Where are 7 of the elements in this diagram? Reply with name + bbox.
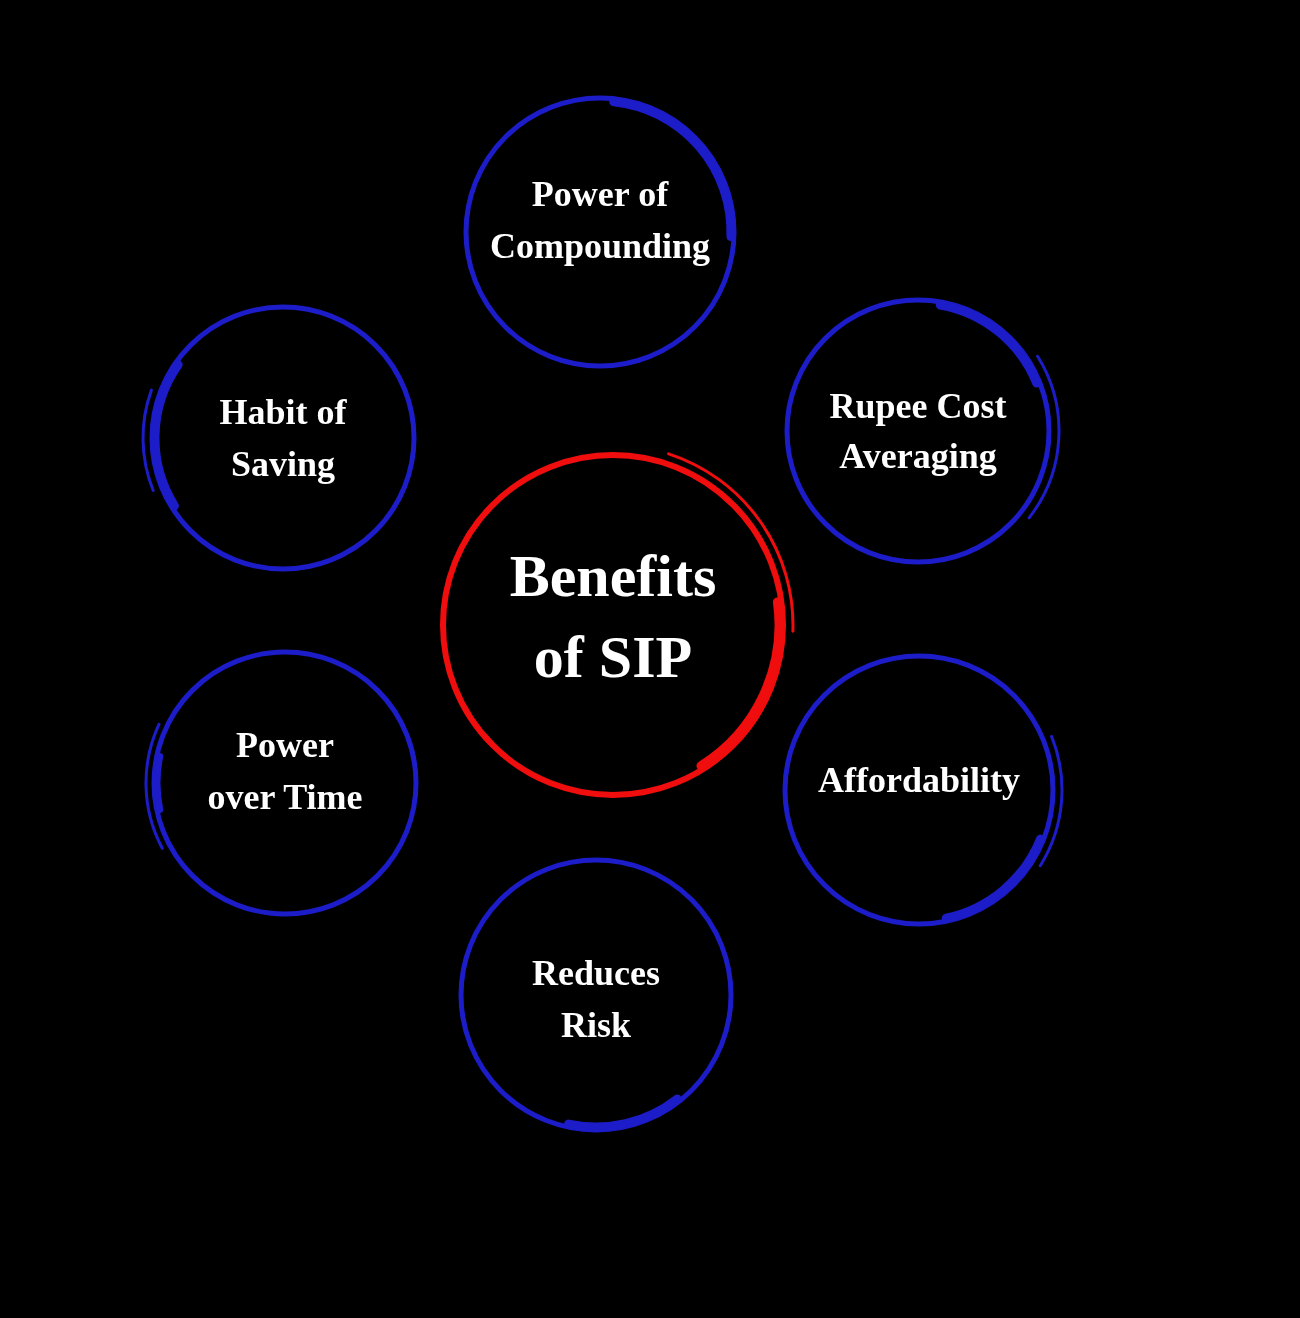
node-label: Rupee Cost Averaging (829, 384, 1007, 478)
node-label: Habit of Saving (219, 390, 347, 486)
node-label: Reduces Risk (532, 951, 660, 1047)
node-label: Power of Compounding (489, 172, 711, 268)
node-label: Power over Time (207, 723, 363, 819)
node-label: Benefits of SIP (509, 542, 717, 692)
node-label: Affordability (818, 758, 1020, 802)
